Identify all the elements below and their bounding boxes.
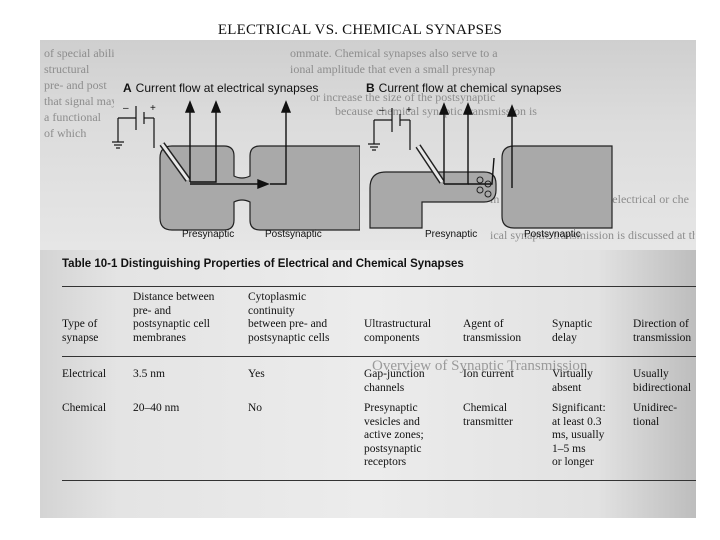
panel-b-postsynaptic-label: Postsynaptic (524, 229, 581, 240)
table-cell: No (248, 402, 263, 414)
table-cell: 3.5 nm (133, 368, 165, 380)
electrode-minus: – (123, 103, 129, 114)
electrode-plus: + (406, 105, 412, 116)
table-cell: Gap-junction channels (364, 368, 425, 394)
bleed-heading: Overview of Synaptic Transmission (372, 358, 588, 374)
bleed-text-line: pre- and post (44, 78, 107, 92)
table-caption: Table 10-1 Distinguishing Properties of … (62, 258, 464, 270)
table-header: Cytoplasmic continuity between pre- and … (248, 291, 330, 344)
table-top-rule (62, 286, 696, 287)
panel-a-postsynaptic-label: Postsynaptic (265, 229, 322, 240)
table-cell: Virtually absent (552, 368, 593, 394)
electrode-plus: + (150, 103, 156, 114)
table-cell: Chemical (62, 402, 107, 414)
electrode-battery-icon (112, 106, 155, 149)
table-header: Ultrastructural components (364, 318, 432, 344)
presynaptic-cell-shape (159, 145, 360, 231)
bleed-text-line: that signal may (44, 94, 114, 108)
panel-a-letter: A (123, 81, 132, 95)
postsynaptic-cell-shape (501, 145, 613, 229)
table-cell: Presynaptic vesicles and active zones; p… (364, 402, 424, 468)
bleed-text-line: ical synaptic transmission is discussed … (490, 228, 695, 242)
table-cell: Significant: at least 0.3 ms, usually 1–… (552, 402, 606, 468)
table-cell: Ion current (463, 368, 514, 380)
bleed-text-line: of special ability (44, 46, 114, 60)
table-cell: Chemical transmitter (463, 402, 513, 428)
panel-b-text: Current flow at chemical synapses (378, 81, 562, 95)
table-header: Synaptic delay (552, 318, 593, 344)
table-cell: Usually bidirectional (633, 368, 692, 394)
electrode-battery-icon (368, 108, 411, 151)
panel-b-presynaptic-label: Presynaptic (425, 229, 478, 240)
panel-a-text: Current flow at electrical synapses (135, 81, 319, 95)
bleed-text-line: or increase the size of the postsynaptic (310, 90, 496, 104)
panel-b-letter: B (366, 81, 375, 95)
bleed-text-line: because chemical synaptic transmission i… (335, 104, 537, 118)
table-header: Distance between pre- and postsynaptic c… (133, 291, 215, 344)
bleed-text-line: a functional (44, 110, 101, 124)
table-header-rule (62, 356, 696, 357)
table-cell: 20–40 nm (133, 402, 180, 414)
bleed-text-line: structural (44, 62, 90, 76)
electrical-synapse-diagram: – + (112, 100, 360, 231)
table-cell: Yes (248, 368, 265, 380)
table-bottom-rule (62, 480, 696, 481)
table-cell: Electrical (62, 368, 107, 380)
table-header: Type of synapse (62, 318, 99, 344)
bleed-text-line: ional amplitude that even a small presyn… (290, 62, 496, 76)
bleed-text-line: ommate. Chemical synapses also serve to … (290, 46, 498, 60)
presynaptic-terminal-shape (369, 171, 497, 229)
chemical-synapse-diagram: – + (368, 102, 613, 229)
table-header: Direction of transmission (633, 318, 692, 344)
electrode-minus: – (379, 105, 385, 116)
slide-title: ELECTRICAL VS. CHEMICAL SYNAPSES (217, 22, 503, 38)
bleed-text-line: of which (44, 126, 87, 140)
table-cell: Unidirec- tional (633, 402, 678, 428)
synapse-properties-table: Table 10-1 Distinguishing Properties of … (62, 258, 696, 520)
table-header: Agent of transmission (463, 318, 522, 344)
panel-a-presynaptic-label: Presynaptic (182, 229, 235, 240)
